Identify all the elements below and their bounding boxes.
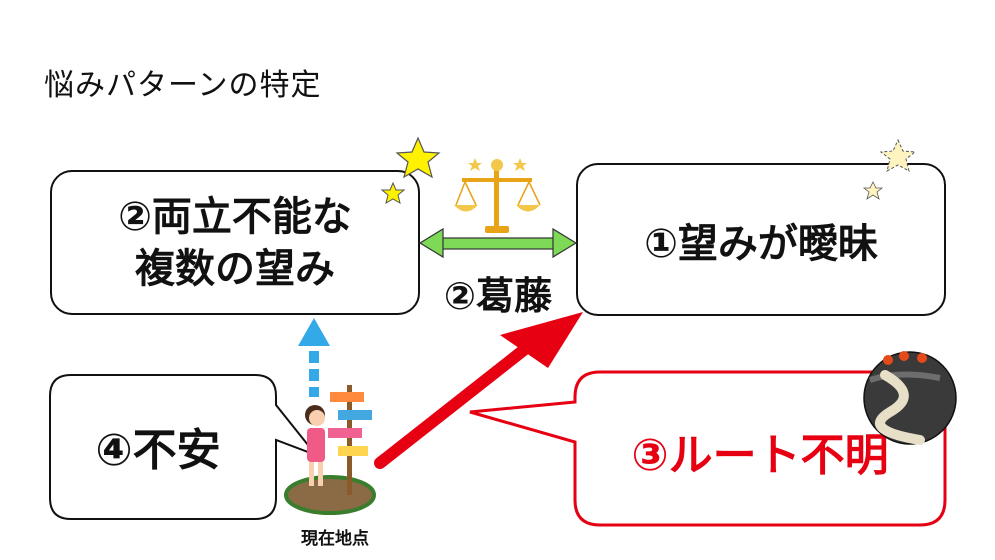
conflicting-wishes-line2: 複数の望み (135, 245, 335, 292)
winding-road-icon (863, 351, 957, 445)
anxiety-callout: ④不安 (49, 374, 320, 520)
conflicting-wishes-box: ②両立不能な 複数の望み (50, 170, 420, 315)
conflicting-wishes-line1: ②両立不能な (118, 193, 352, 240)
anxiety-callout-label: ④不安 (95, 425, 220, 476)
route-unknown-callout-label: ③ルート不明 (631, 430, 888, 481)
up-arrow (298, 318, 330, 397)
vague-wish-label: ①望みが曖昧 (644, 220, 878, 267)
person-at-signpost-icon (284, 385, 376, 515)
current-location-label: 現在地点 (301, 529, 369, 549)
route-unknown-callout: ③ルート不明 (469, 370, 947, 527)
star-icon (380, 181, 406, 205)
balance-scale-icon (454, 158, 541, 233)
vague-wish-box: ①望みが曖昧 (576, 163, 946, 316)
star-icon (395, 136, 441, 179)
conflict-label: ②葛藤 (443, 274, 553, 318)
star-icon (879, 138, 917, 172)
star-icon (862, 181, 884, 200)
route-arrow (374, 312, 583, 469)
page-title: 悩みパターンの特定 (44, 68, 322, 103)
conflict-double-arrow (418, 227, 578, 259)
